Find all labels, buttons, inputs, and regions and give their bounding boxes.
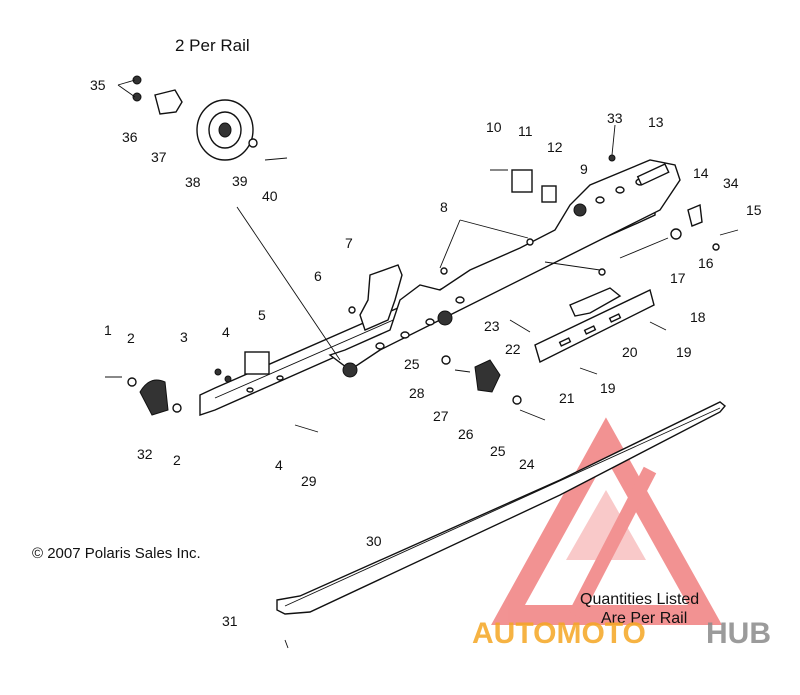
callout-30: 30 xyxy=(366,533,382,549)
callout-5: 5 xyxy=(258,307,266,323)
callout-18: 18 xyxy=(690,309,706,325)
callout-19b: 19 xyxy=(600,380,616,396)
callout-11: 11 xyxy=(518,123,533,139)
callout-31: 31 xyxy=(222,613,238,629)
bumper-32 xyxy=(139,379,169,416)
bracket-14 xyxy=(687,203,703,227)
callout-23: 23 xyxy=(484,318,500,334)
callout-33: 33 xyxy=(607,110,623,126)
slide-rail xyxy=(199,159,681,416)
callout-7: 7 xyxy=(345,235,353,251)
callout-19a: 19 xyxy=(676,344,692,360)
watermark-logo xyxy=(491,417,723,625)
callout-6: 6 xyxy=(314,268,322,284)
diagram-title: 2 Per Rail xyxy=(175,36,250,55)
callout-17: 17 xyxy=(670,270,686,286)
callout-25a: 25 xyxy=(404,356,420,372)
callout-24: 24 xyxy=(519,456,535,472)
bushing-36 xyxy=(154,89,183,115)
callout-21: 21 xyxy=(559,390,575,406)
callout-3: 3 xyxy=(180,329,188,345)
callout-4b: 4 xyxy=(275,457,283,473)
quantities-note-line2: Are Per Rail xyxy=(601,610,687,627)
callout-12: 12 xyxy=(547,139,563,155)
quantities-note-line1: Quantities Listed xyxy=(580,591,699,608)
leader-lines xyxy=(117,79,616,361)
callout-39: 39 xyxy=(232,173,248,189)
callout-27: 27 xyxy=(433,408,449,424)
callout-numbers: 1 2 2 3 4 4 5 6 7 8 9 10 11 12 13 14 15 … xyxy=(90,77,762,629)
callout-14: 14 xyxy=(693,165,709,181)
callout-35: 35 xyxy=(90,77,106,93)
block-5 xyxy=(244,351,270,375)
callout-8: 8 xyxy=(440,199,448,215)
watermark-text-part1: AUTOMOTO xyxy=(472,617,646,650)
fasteners xyxy=(105,75,739,649)
callout-2b: 2 xyxy=(173,452,181,468)
callout-15: 15 xyxy=(746,202,762,218)
callout-22: 22 xyxy=(505,341,521,357)
callout-16: 16 xyxy=(698,255,714,271)
callout-36: 36 xyxy=(122,129,138,145)
bracket-20 xyxy=(569,287,622,317)
watermark-text-part2: HUB xyxy=(706,617,771,650)
rail-holes xyxy=(246,178,645,393)
callout-34: 34 xyxy=(723,175,739,191)
callout-32: 32 xyxy=(137,446,153,462)
callout-4a: 4 xyxy=(222,324,230,340)
callout-10: 10 xyxy=(486,119,502,135)
idler-wheel xyxy=(196,99,254,161)
bracket-7 xyxy=(359,264,403,331)
block-11 xyxy=(511,169,533,193)
callout-20: 20 xyxy=(622,344,638,360)
bracket-27 xyxy=(474,359,501,393)
callout-26: 26 xyxy=(458,426,474,442)
wear-strip xyxy=(276,401,726,615)
callout-38: 38 xyxy=(185,174,201,190)
callout-29: 29 xyxy=(301,473,317,489)
callout-28: 28 xyxy=(409,385,425,401)
callout-13: 13 xyxy=(648,114,664,130)
callout-37: 37 xyxy=(151,149,167,165)
copyright-text: © 2007 Polaris Sales Inc. xyxy=(32,545,201,562)
block-12 xyxy=(541,185,557,203)
callout-25b: 25 xyxy=(490,443,506,459)
callout-1: 1 xyxy=(104,322,112,338)
callout-40: 40 xyxy=(262,188,278,204)
support-21 xyxy=(534,289,655,364)
callout-2a: 2 xyxy=(127,330,135,346)
callout-9: 9 xyxy=(580,161,588,177)
